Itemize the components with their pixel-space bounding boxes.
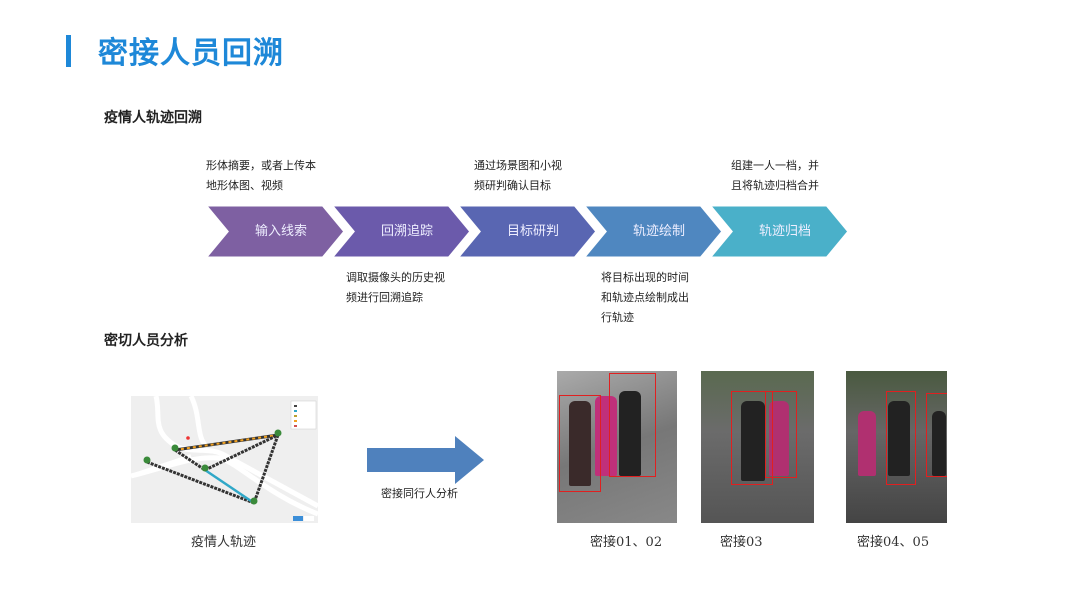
note-line: 行轨迹 [601, 311, 634, 324]
chevron-step [327, 205, 473, 260]
map-graphic [130, 394, 320, 521]
note-target-judge: 通过场景图和小视频研判确认目标 [474, 156, 562, 196]
chevron-step [579, 205, 725, 260]
title-accent-bar [66, 35, 71, 67]
note-line: 形体摘要，或者上传本 [206, 159, 316, 172]
step-label: 轨迹归档 [758, 224, 811, 239]
note-line: 将目标出现的时间 [601, 271, 689, 284]
note-line: 频研判确认目标 [474, 179, 551, 192]
section-title-close-contacts: 密切人员分析 [104, 333, 188, 349]
photo-caption: 密接03 [720, 535, 763, 550]
chevron-step [453, 205, 599, 260]
note-line: 调取摄像头的历史视 [346, 271, 445, 284]
note-trace-back: 调取摄像头的历史视频进行回溯追踪 [346, 268, 445, 308]
note-line: 和轨迹点绘制成出 [601, 291, 689, 304]
right-arrow-icon [367, 436, 484, 484]
photo-contact-03[interactable] [701, 371, 814, 523]
note-line: 地形体图、视频 [206, 179, 283, 192]
step-label: 目标研判 [506, 224, 559, 239]
note-draw-trajectory: 将目标出现的时间和轨迹点绘制成出行轨迹 [601, 268, 689, 328]
note-line: 频进行回溯追踪 [346, 291, 423, 304]
step-label: 输入线索 [254, 224, 307, 239]
process-flow: 输入线索 回溯追踪 目标研判 轨迹绘制 轨迹归档 [205, 205, 850, 261]
note-line: 通过场景图和小视 [474, 159, 562, 172]
note-input-clue: 形体摘要，或者上传本地形体图、视频 [206, 156, 316, 196]
step-label: 回溯追踪 [380, 224, 433, 239]
photo-contact-01-02[interactable] [557, 371, 677, 523]
photo-contact-04-05[interactable] [846, 371, 947, 523]
chevron-step [705, 205, 850, 260]
section-title-trajectory: 疫情人轨迹回溯 [104, 110, 202, 126]
trajectory-map[interactable] [130, 394, 320, 523]
arrow-caption: 密接同行人分析 [381, 487, 458, 500]
chevron-shapes [205, 205, 850, 260]
photo-caption: 密接04、05 [857, 535, 930, 550]
photo-caption: 密接01、02 [590, 535, 663, 550]
step-label: 轨迹绘制 [632, 224, 685, 239]
note-line: 且将轨迹归档合并 [731, 179, 819, 192]
map-caption: 疫情人轨迹 [191, 535, 257, 550]
chevron-step [205, 205, 347, 260]
note-line: 组建一人一档，并 [731, 159, 819, 172]
page-title: 密接人员回溯 [98, 36, 284, 71]
note-archive: 组建一人一档，并且将轨迹归档合并 [731, 156, 819, 196]
